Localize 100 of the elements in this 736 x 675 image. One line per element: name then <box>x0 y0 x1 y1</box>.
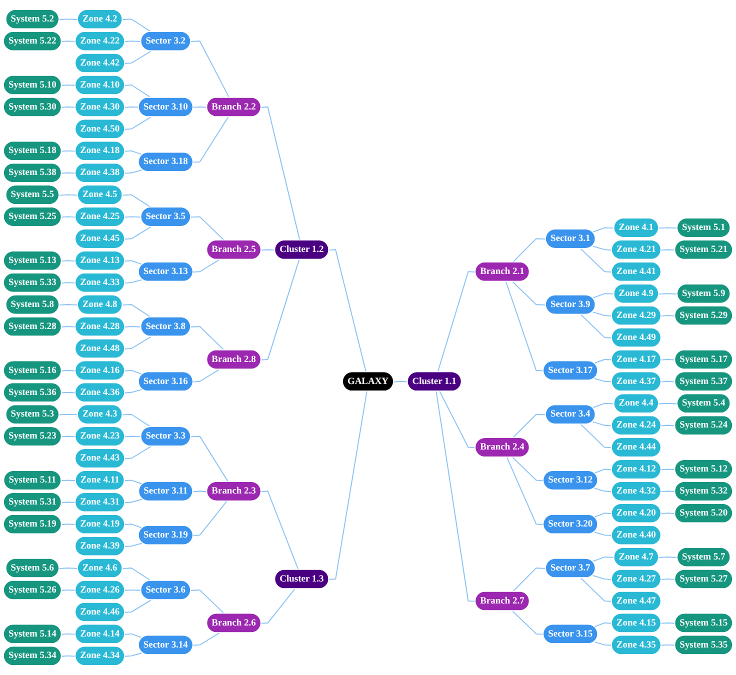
connector <box>124 524 143 528</box>
connector <box>124 388 143 394</box>
connector <box>594 488 612 492</box>
connector <box>122 414 152 428</box>
connector <box>124 446 152 460</box>
connector <box>124 216 142 218</box>
connector <box>193 259 220 273</box>
connector <box>594 622 612 628</box>
connector <box>193 490 208 492</box>
connector <box>190 40 230 98</box>
connector <box>594 512 612 518</box>
connector <box>592 227 614 233</box>
connector <box>261 260 300 360</box>
connector <box>62 40 76 42</box>
connector <box>124 326 142 328</box>
connector <box>661 644 676 646</box>
connector <box>580 248 612 273</box>
connector <box>512 238 546 263</box>
connector <box>661 490 676 492</box>
connector <box>62 436 76 438</box>
connector <box>124 652 143 657</box>
connector <box>436 391 476 602</box>
connector <box>190 589 225 614</box>
connector <box>124 260 143 265</box>
connector <box>658 556 678 558</box>
connector <box>62 150 76 152</box>
connector <box>661 358 676 360</box>
connector <box>661 249 676 251</box>
connector <box>193 369 220 382</box>
connector <box>437 271 476 372</box>
connector <box>594 358 612 364</box>
connector <box>62 84 76 86</box>
connector <box>580 424 612 448</box>
connector <box>592 293 614 298</box>
connector <box>592 575 612 580</box>
connector <box>124 336 152 350</box>
connector <box>59 414 78 416</box>
connector <box>124 226 152 240</box>
connector <box>592 402 614 408</box>
connector <box>512 281 546 306</box>
connector <box>190 326 225 351</box>
connector <box>658 293 678 295</box>
connector <box>62 655 76 657</box>
connector <box>124 589 142 591</box>
connector <box>62 106 76 108</box>
connector <box>62 172 76 174</box>
connector <box>506 457 544 526</box>
connector <box>661 468 676 470</box>
connector <box>661 424 676 426</box>
connector <box>124 116 152 130</box>
connector <box>592 421 612 426</box>
connector <box>261 490 299 570</box>
connector <box>594 641 612 646</box>
connector <box>62 260 76 262</box>
connector <box>62 370 76 372</box>
connector <box>661 622 676 624</box>
connector <box>512 457 544 482</box>
connector <box>62 633 76 635</box>
connector <box>329 391 368 580</box>
connector <box>661 512 676 514</box>
connector <box>661 380 676 382</box>
connector <box>658 402 678 404</box>
connector <box>124 600 152 613</box>
connector <box>62 524 76 526</box>
connector <box>124 480 143 485</box>
connector <box>329 249 367 372</box>
connector <box>122 18 152 32</box>
connector <box>592 312 612 316</box>
connector <box>59 568 78 569</box>
connector <box>62 392 76 394</box>
connector <box>124 50 152 64</box>
connector <box>512 414 546 438</box>
connector <box>124 436 142 438</box>
connector <box>124 169 143 174</box>
connector <box>62 282 76 284</box>
connector <box>59 18 78 20</box>
connector <box>594 468 612 474</box>
connector <box>124 150 143 156</box>
connector <box>594 532 612 536</box>
connector <box>512 568 546 592</box>
connector <box>512 610 544 635</box>
connector <box>62 589 76 591</box>
connector <box>124 633 143 638</box>
connector <box>122 568 152 582</box>
connector <box>124 498 143 504</box>
connector <box>592 246 612 251</box>
connector <box>506 282 544 372</box>
connector <box>261 106 300 241</box>
connector <box>439 391 476 448</box>
connector <box>124 84 152 98</box>
connector <box>124 279 143 284</box>
connector <box>193 116 229 163</box>
connector <box>59 304 78 306</box>
connector <box>124 370 143 375</box>
connector <box>62 326 76 328</box>
connector <box>62 216 76 218</box>
connector <box>59 194 78 196</box>
connector <box>122 304 152 318</box>
connector <box>190 216 225 241</box>
connector <box>580 578 612 602</box>
